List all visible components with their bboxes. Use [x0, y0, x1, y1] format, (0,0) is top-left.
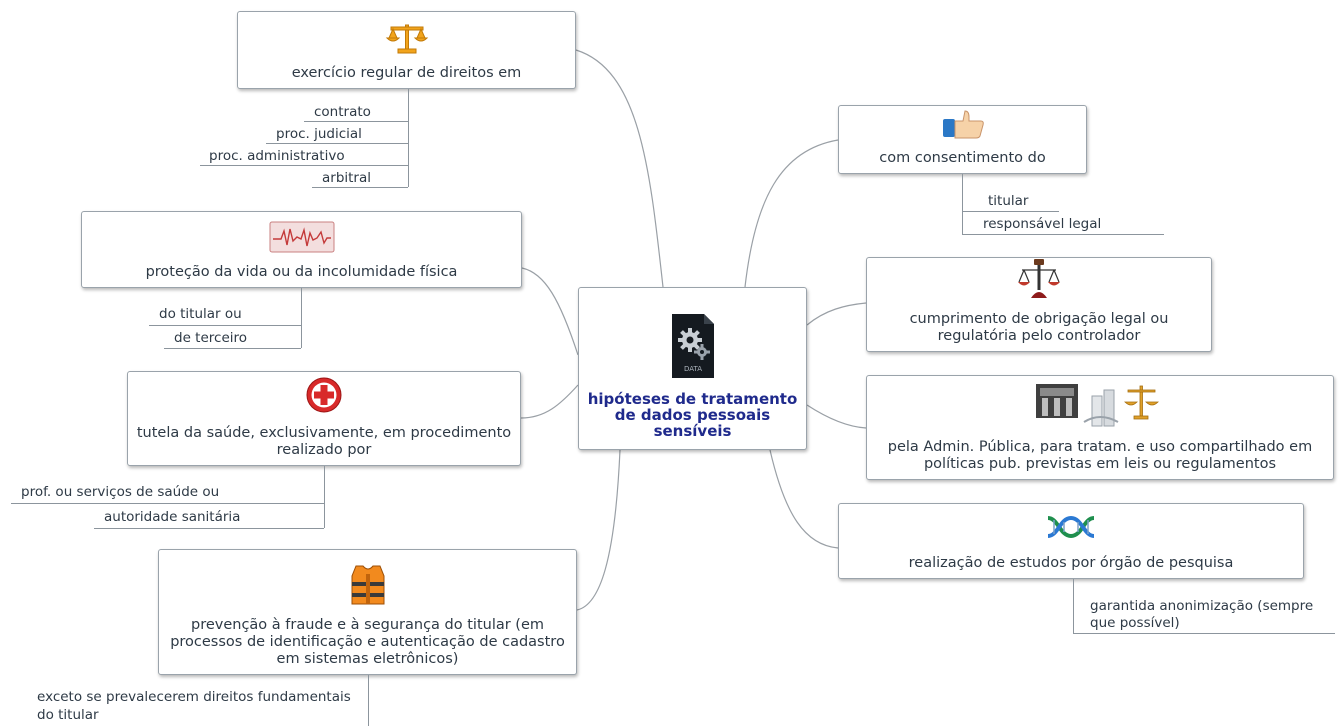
- life-vest-icon: [350, 562, 386, 611]
- topic-estudos-label: realização de estudos por órgão de pesqu…: [908, 555, 1234, 571]
- subtopic-garantida-anonimizacao[interactable]: garantida anonimização (sempre que possí…: [1090, 598, 1314, 631]
- link-exercicio: [575, 49, 664, 288]
- link-prevencao: [576, 449, 621, 611]
- gavel-scales-icon: [1016, 258, 1062, 305]
- heartbeat-monitor-icon: [269, 221, 335, 258]
- branch-underline: [304, 121, 408, 122]
- topic-admin-label: pela Admin. Pública, para tratam. e uso …: [887, 439, 1313, 472]
- dna-helix-icon: [1046, 510, 1096, 549]
- topic-tutela-label: tutela da saúde, exclusivamente, em proc…: [136, 425, 512, 458]
- topic-estudos-pesquisa[interactable]: realização de estudos por órgão de pesqu…: [838, 503, 1304, 579]
- branch-underline: [962, 211, 1059, 212]
- topic-consentimento[interactable]: com consentimento do: [838, 105, 1087, 174]
- subtopic-de-terceiro[interactable]: de terceiro: [174, 330, 248, 346]
- topic-cumprimento-obrigacao[interactable]: cumprimento de obrigação legal ou regula…: [866, 257, 1212, 352]
- topic-admin-publica[interactable]: pela Admin. Pública, para tratam. e uso …: [866, 375, 1334, 480]
- topic-tutela-saude[interactable]: tutela da saúde, exclusivamente, em proc…: [127, 371, 521, 466]
- topic-protecao-vida[interactable]: proteção da vida ou da incolumidade físi…: [81, 211, 522, 288]
- link-estudos: [769, 449, 839, 549]
- branch-line: [962, 174, 963, 234]
- topic-prevencao-fraude[interactable]: prevenção à fraude e à segurança do titu…: [158, 549, 577, 675]
- branch-underline: [266, 143, 408, 144]
- branch-line: [408, 89, 409, 187]
- link-cumprimento: [806, 302, 867, 326]
- subtopic-exceto-direitos[interactable]: exceto se prevalecerem direitos fundamen…: [37, 689, 351, 723]
- branch-line: [301, 288, 302, 348]
- subtopic-proc-judicial[interactable]: proc. judicial: [276, 126, 362, 142]
- branch-underline: [164, 348, 301, 349]
- red-cross-icon: [305, 376, 343, 419]
- central-topic-label: hipóteses de tratamento de dados pessoai…: [587, 390, 798, 440]
- branch-underline: [149, 325, 301, 326]
- branch-line: [324, 466, 325, 528]
- link-consentimento: [744, 139, 839, 288]
- thumbs-up-icon: [941, 109, 985, 144]
- data-icon-text: DATA: [683, 365, 701, 373]
- branch-underline: [11, 503, 324, 504]
- subtopic-titular[interactable]: titular: [988, 193, 1029, 209]
- branch-underline: [312, 187, 408, 188]
- branch-underline: [200, 165, 408, 166]
- subtopic-prof-servicos-saude[interactable]: prof. ou serviços de saúde ou: [21, 484, 220, 500]
- link-protecao: [521, 267, 579, 356]
- subtopic-autoridade-sanitaria[interactable]: autoridade sanitária: [104, 509, 241, 525]
- link-tutela: [520, 384, 579, 419]
- topic-exercicio-regular[interactable]: exercício regular de direitos em: [237, 11, 576, 89]
- topic-consentimento-label: com consentimento do: [879, 150, 1046, 166]
- topic-protecao-label: proteção da vida ou da incolumidade físi…: [145, 264, 458, 280]
- branch-underline: [94, 528, 324, 529]
- branch-underline: [1073, 633, 1335, 634]
- subtopic-contrato[interactable]: contrato: [314, 104, 371, 120]
- government-buildings-icon: [1034, 382, 1166, 433]
- branch-underline: [962, 234, 1164, 235]
- scales-of-justice-icon: [385, 22, 429, 59]
- subtopic-proc-administrativo[interactable]: proc. administrativo: [209, 148, 345, 164]
- branch-line: [368, 675, 369, 726]
- subtopic-responsavel-legal[interactable]: responsável legal: [983, 216, 1102, 232]
- branch-line: [1073, 579, 1074, 633]
- subtopic-arbitral[interactable]: arbitral: [322, 170, 372, 186]
- topic-prevencao-label: prevenção à fraude e à segurança do titu…: [170, 617, 565, 667]
- data-gears-file-icon: DATA: [670, 312, 716, 385]
- central-topic[interactable]: DATA hipóteses de tratamento de dados pe…: [578, 287, 807, 450]
- subtopic-do-titular-ou[interactable]: do titular ou: [159, 306, 242, 322]
- topic-cumprimento-label: cumprimento de obrigação legal ou regula…: [909, 311, 1169, 344]
- topic-exercicio-label: exercício regular de direitos em: [291, 65, 522, 81]
- link-admin: [806, 404, 867, 429]
